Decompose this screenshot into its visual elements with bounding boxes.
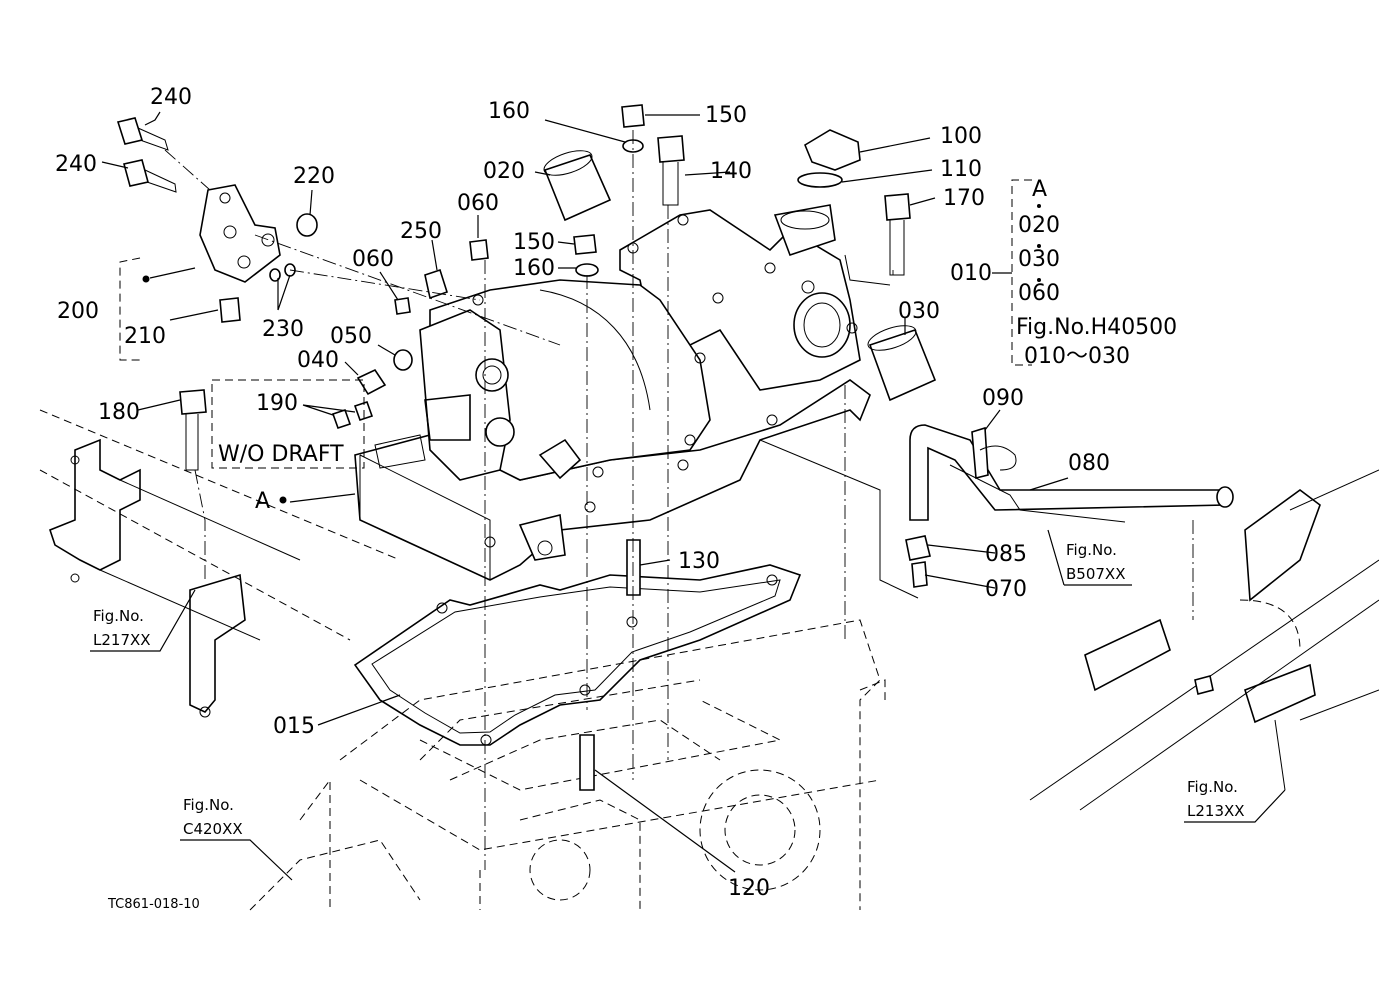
label-230: 230 (262, 317, 304, 342)
label-150-upper: 150 (705, 103, 747, 128)
fig-ref-b507-code: B507XX (1066, 565, 1125, 583)
gasket-015-drawing (353, 564, 802, 746)
group-010-block: 010 A 020 030 060 Fig.No.H40500 010～030 (950, 177, 1177, 369)
fig-ref-l213-code: L213XX (1187, 802, 1245, 820)
label-240-upper: 240 (150, 85, 192, 110)
fig-ref-l217-code: L217XX (93, 631, 151, 649)
bushing-020 (543, 154, 612, 222)
label-170: 170 (943, 186, 985, 211)
group-010-item-1: 020 (1018, 213, 1060, 238)
label-015: 015 (273, 714, 315, 739)
leader-lines (101, 111, 1069, 873)
fig-ref-l217-title: Fig.No. (93, 607, 144, 625)
washer-050 (393, 349, 413, 371)
drawing-code: TC861-018-10 (107, 897, 200, 912)
group-010-item-3: 060 (1018, 281, 1060, 306)
bolt-140 (657, 135, 685, 163)
label-240-lower: 240 (55, 152, 97, 177)
label-010: 010 (950, 261, 992, 286)
group-010-fig-ref: Fig.No.H40500 (1016, 315, 1177, 340)
label-wo-draft: W/O DRAFT (218, 442, 344, 467)
clamp-090 (971, 426, 989, 480)
bushing-030 (868, 329, 937, 402)
group-010-item-2: 030 (1018, 247, 1060, 272)
fig-ref-b507: Fig.No. B507XX (1047, 529, 1132, 586)
fig-ref-l217: Fig.No. L217XX (90, 589, 196, 652)
label-180: 180 (98, 400, 140, 425)
group-010-bracket (1011, 179, 1032, 366)
label-020: 020 (483, 159, 525, 184)
plug-250 (424, 268, 448, 300)
left-frame-drawing (39, 409, 401, 718)
label-150-lower: 150 (513, 230, 555, 255)
label-060-upper: 060 (457, 191, 499, 216)
label-220: 220 (293, 164, 335, 189)
label-120: 120 (728, 876, 770, 901)
fig-ref-l213: Fig.No. L213XX (1184, 778, 1286, 823)
small-parts-drawing (116, 104, 1379, 811)
label-030: 030 (898, 299, 940, 324)
bolt-170 (884, 193, 911, 221)
group-010-range: 010～030 (1024, 344, 1130, 369)
label-140: 140 (710, 159, 752, 184)
plug-190a (331, 408, 352, 430)
bolt-240-upper (116, 117, 211, 191)
group-010-title: A (1032, 177, 1047, 202)
plug-040 (356, 368, 387, 396)
label-100: 100 (940, 124, 982, 149)
fig-ref-c420-title: Fig.No. (183, 796, 234, 814)
group-200-bracket (119, 257, 141, 361)
label-200: 200 (57, 299, 99, 324)
fig-ref-b507-title: Fig.No. (1066, 541, 1117, 559)
label-050: 050 (330, 324, 372, 349)
nut-150-upper (621, 104, 645, 128)
label-040: 040 (297, 348, 339, 373)
stud-130 (626, 539, 641, 596)
label-250: 250 (400, 219, 442, 244)
bolt-180 (179, 389, 207, 415)
part-labels: 240 240 220 200 210 230 160 150 020 140 … (55, 85, 1110, 901)
bolt-240-lower (123, 159, 177, 193)
wo-draft-box (211, 379, 365, 469)
hose-080 (909, 424, 1227, 521)
label-160-lower: 160 (513, 256, 555, 281)
label-060-lower: 060 (352, 247, 394, 272)
bracket-200 (199, 184, 281, 283)
cylinder-case-drawing (354, 204, 871, 581)
plug-210 (219, 297, 241, 323)
label-070: 070 (985, 577, 1027, 602)
stud-120 (579, 734, 595, 791)
label-080: 080 (1068, 451, 1110, 476)
label-130: 130 (678, 549, 720, 574)
transmission-case-drawing (249, 619, 886, 911)
washer-160-lower (575, 263, 599, 277)
label-090: 090 (982, 386, 1024, 411)
label-190: 190 (256, 391, 298, 416)
hose-end (1216, 486, 1234, 508)
fig-ref-c420: Fig.No. C420XX (180, 796, 293, 881)
clamp-085 (905, 535, 931, 561)
cap-100 (803, 129, 861, 171)
fig-ref-c420-code: C420XX (183, 820, 243, 838)
reference-lines (194, 130, 1194, 870)
o-ring-110 (797, 172, 843, 188)
label-210: 210 (124, 324, 166, 349)
o-ring-220 (296, 213, 318, 237)
fig-ref-l213-title: Fig.No. (1187, 778, 1238, 796)
label-a-marker: A (255, 489, 270, 514)
group-200-dot (142, 275, 150, 283)
plug-060-upper (469, 239, 489, 261)
label-110: 110 (940, 157, 982, 182)
label-085: 085 (985, 542, 1027, 567)
a-marker-dot (279, 496, 287, 504)
plug-060-lower (394, 297, 411, 315)
fitting-070 (911, 561, 928, 588)
nut-150-lower (573, 234, 597, 255)
label-160-upper: 160 (488, 99, 530, 124)
